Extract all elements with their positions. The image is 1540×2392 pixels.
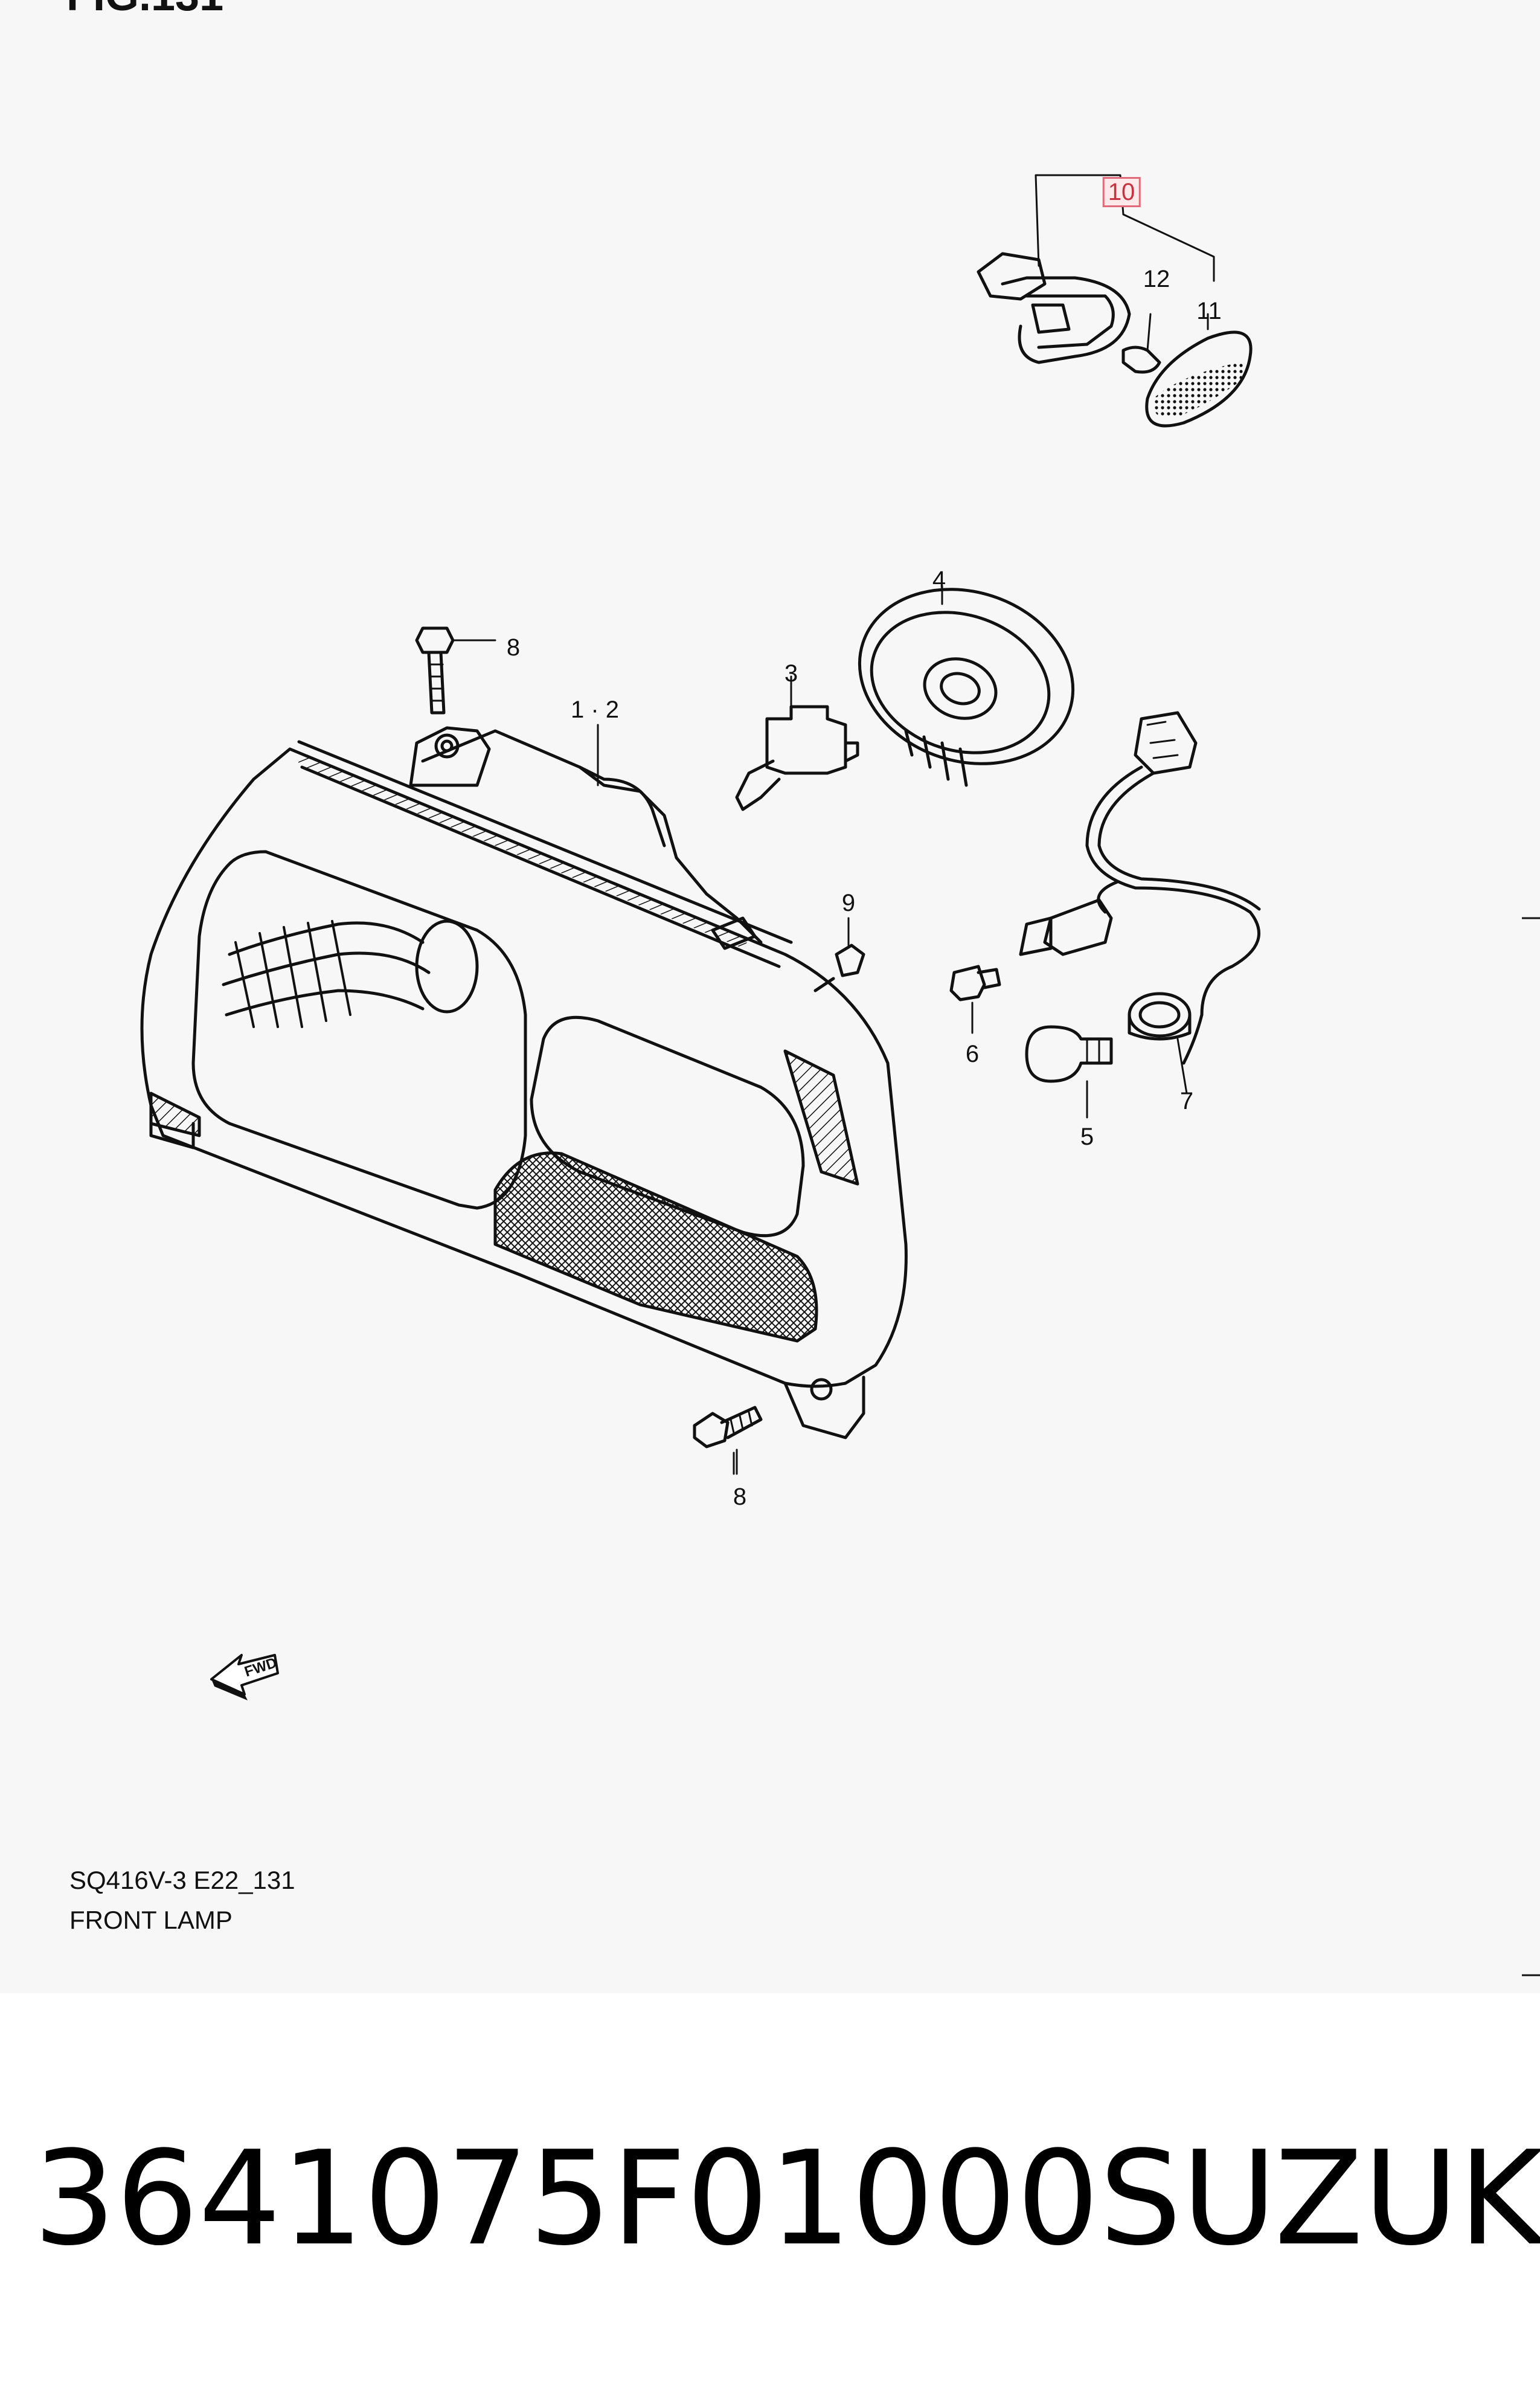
bulb-3 bbox=[735, 675, 859, 811]
callout-8-top: 8 bbox=[506, 634, 521, 661]
brand-name: SUZUKI bbox=[1099, 2123, 1540, 2274]
bulb-6 bbox=[949, 965, 1001, 1034]
headlamp-assembly bbox=[140, 726, 908, 1439]
diagram-code: SQ416V-3 E22_131 bbox=[69, 1866, 295, 1894]
bolt-8-bottom bbox=[693, 1406, 763, 1475]
front-lamp-exploded-diagram: FWD bbox=[140, 174, 1540, 1976]
fwd-arrow-icon bbox=[210, 1654, 279, 1700]
diagram-title: FRONT LAMP bbox=[69, 1906, 233, 1934]
figure-header: FIG.131 bbox=[66, 0, 223, 21]
socket-12 bbox=[1121, 313, 1161, 374]
bolt-8-top bbox=[415, 626, 496, 715]
callout-4: 4 bbox=[932, 567, 946, 593]
callout-3: 3 bbox=[784, 660, 798, 687]
lens-11 bbox=[1145, 313, 1253, 428]
side-marker-10 bbox=[977, 174, 1215, 364]
part-number: 3641075F01000 bbox=[33, 2123, 1100, 2274]
bulb-5 bbox=[1025, 1025, 1113, 1119]
callout-9: 9 bbox=[841, 890, 856, 916]
clip-9 bbox=[835, 917, 865, 977]
callout-8-bottom: 8 bbox=[733, 1484, 747, 1510]
socket-cover-4 bbox=[858, 585, 1075, 787]
callout-5: 5 bbox=[1080, 1124, 1094, 1150]
part-footer: 3641075F01000 SUZUKI bbox=[33, 2123, 1540, 2274]
figure-caption: SQ416V-3 E22_131 FRONT LAMP bbox=[69, 1860, 295, 1940]
callout-6: 6 bbox=[965, 1041, 980, 1067]
callout-12: 12 bbox=[1143, 266, 1170, 292]
callout-11: 11 bbox=[1196, 298, 1222, 324]
diagram-sheet: FIG.131 bbox=[66, 0, 1540, 1976]
callout-7: 7 bbox=[1179, 1088, 1194, 1114]
callout-1-2: 1 · 2 bbox=[570, 696, 620, 723]
wiring-harness-7 bbox=[1019, 711, 1261, 1095]
callout-10[interactable]: 10 bbox=[1102, 177, 1141, 207]
